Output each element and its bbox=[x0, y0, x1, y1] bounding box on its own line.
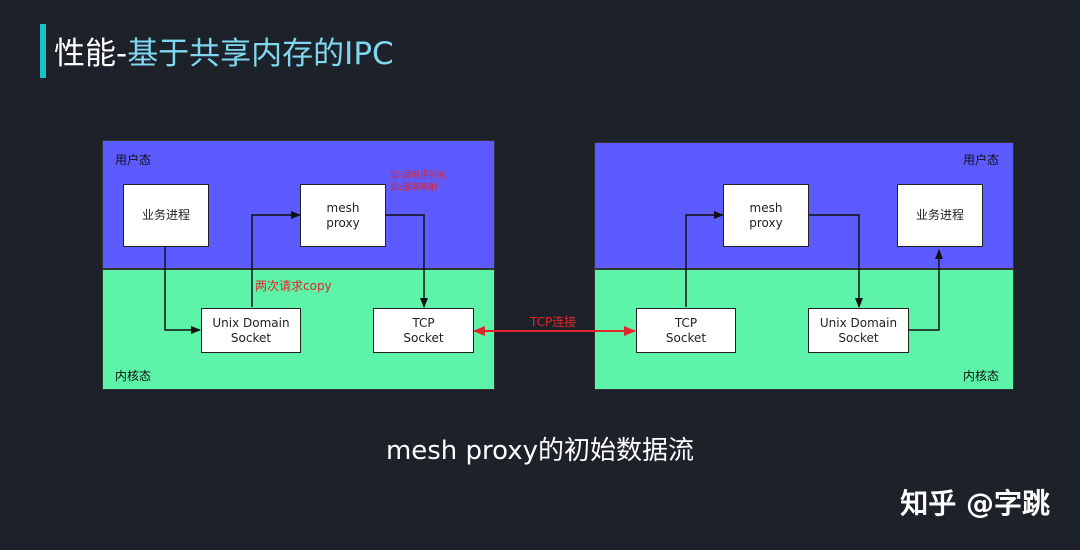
right-tcp-socket-node: TCP Socket bbox=[636, 308, 736, 353]
page-title: 性能-基于共享内存的IPC bbox=[54, 28, 394, 73]
right-tcp-to-proxy-arrow bbox=[685, 211, 724, 307]
right-user-label: 用户态 bbox=[962, 153, 999, 167]
left-tcp-socket-node: TCP Socket bbox=[373, 308, 474, 353]
right-kernel-zone bbox=[595, 268, 1013, 389]
left-unix-to-proxy-arrow bbox=[251, 211, 301, 307]
left-proxy-to-tcp-arrow bbox=[385, 214, 428, 308]
copy-note: 两次请求copy bbox=[255, 279, 332, 293]
left-mesh-proxy-node: mesh proxy bbox=[300, 184, 386, 247]
title-main: 性能- bbox=[54, 36, 128, 72]
right-unix-to-biz-arrow bbox=[909, 249, 943, 331]
title-accent: 基于共享内存的IPC bbox=[127, 36, 394, 72]
diagram-caption: mesh proxy的初始数据流 bbox=[385, 436, 695, 466]
red-overlay-note: 如:调用序列化 如:服务映射 bbox=[390, 171, 448, 193]
tcp-link-label: TCP连接 bbox=[530, 315, 577, 329]
left-kernel-label: 内核态 bbox=[115, 369, 152, 383]
zhihu-watermark: 知乎 @字跳 bbox=[900, 487, 1050, 520]
left-biz-to-unix-arrow bbox=[164, 247, 201, 334]
right-kernel-label: 内核态 bbox=[962, 369, 999, 383]
right-biz-process-node: 业务进程 bbox=[897, 184, 983, 247]
title-accent-bar bbox=[40, 24, 46, 78]
left-unix-socket-node: Unix Domain Socket bbox=[201, 308, 301, 353]
left-biz-process-node: 业务进程 bbox=[123, 184, 209, 247]
left-user-label: 用户态 bbox=[115, 153, 152, 167]
right-proxy-to-unix-arrow bbox=[809, 214, 863, 308]
right-mesh-proxy-node: mesh proxy bbox=[723, 184, 809, 247]
right-unix-socket-node: Unix Domain Socket bbox=[808, 308, 909, 353]
